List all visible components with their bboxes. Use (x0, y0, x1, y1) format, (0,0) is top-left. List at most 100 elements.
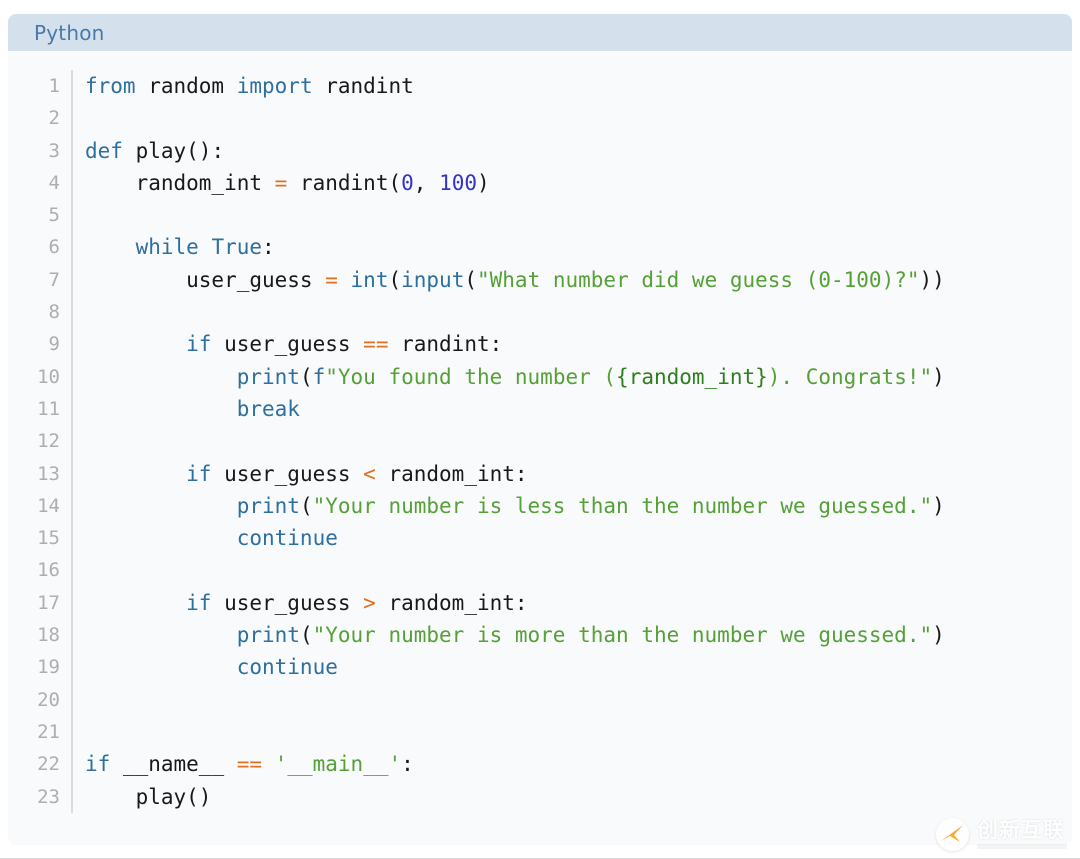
code-text: if user_guess == randint: (73, 328, 502, 360)
token-keyword: import (236, 74, 313, 98)
line-number: 21 (8, 715, 73, 749)
line-number: 11 (8, 392, 73, 426)
token-keyword: from (85, 74, 136, 98)
token-plain (338, 268, 351, 292)
token-keyword: def (85, 138, 123, 163)
line-number: 2 (8, 102, 73, 135)
code-line: 18 print("Your number is more than the n… (8, 619, 1072, 652)
code-text (73, 296, 85, 328)
code-text: continue (73, 651, 338, 683)
token-string: '__main__' (274, 752, 402, 777)
code-text: while True: (73, 231, 275, 263)
code-text (73, 199, 85, 231)
token-keyword: print (236, 623, 300, 648)
line-number: 15 (8, 522, 73, 555)
token-operator: = (274, 170, 288, 195)
token-plain: user_guess (85, 267, 326, 292)
token-keyword: True (211, 235, 263, 260)
token-plain: ) (932, 623, 945, 648)
token-plain: : (401, 752, 414, 777)
line-number: 7 (8, 263, 73, 297)
code-card-header: Python (8, 14, 1072, 51)
token-plain: randint: (388, 332, 503, 357)
token-plain (85, 365, 237, 389)
code-text (73, 684, 85, 716)
code-text: print(f"You found the number ({random_in… (73, 361, 945, 393)
code-text: if __name__ == '__main__': (73, 748, 414, 780)
token-plain: ( (388, 267, 402, 292)
token-plain: ( (299, 364, 313, 389)
code-text: play() (73, 781, 212, 813)
code-line: 17 if user_guess > random_int: (8, 586, 1072, 620)
token-keyword: if (186, 590, 212, 615)
token-keyword: f (312, 364, 326, 389)
token-plain: __name__ (110, 752, 237, 777)
code-text: print("Your number is more than the numb… (73, 619, 945, 651)
line-number: 16 (8, 554, 73, 587)
code-line: 12 (8, 425, 1072, 458)
line-number: 10 (8, 360, 73, 393)
token-keyword: int (350, 267, 389, 292)
token-number: 100 (439, 170, 477, 195)
code-text: if user_guess > random_int: (73, 587, 528, 619)
line-number: 4 (8, 166, 73, 200)
token-keyword: continue (236, 526, 338, 551)
code-line: 23 play() (8, 780, 1072, 813)
code-text: user_guess = int(input("What number did … (73, 264, 945, 296)
token-plain (262, 752, 275, 776)
code-text (73, 425, 85, 457)
code-line: 10 print(f"You found the number ({random… (8, 360, 1072, 393)
token-plain: randint (312, 74, 414, 98)
token-plain: ( (299, 493, 313, 518)
token-string: "Your number is more than the number we … (312, 623, 933, 648)
token-keyword: if (85, 752, 111, 777)
token-plain (85, 235, 136, 259)
token-plain (85, 623, 237, 647)
code-line: 20 (8, 683, 1072, 716)
token-plain (85, 655, 237, 679)
token-number: 0 (401, 170, 414, 195)
line-number: 23 (8, 780, 73, 813)
token-plain: user_guess (211, 332, 364, 357)
code-text (73, 102, 85, 134)
language-label: Python (34, 20, 105, 45)
line-number: 5 (8, 199, 73, 232)
token-keyword: print (236, 493, 300, 518)
token-plain: ) (477, 170, 490, 195)
token-operator: < (363, 461, 376, 486)
code-line: 5 (8, 199, 1072, 232)
code-text: break (73, 393, 300, 425)
token-interpolation: {random_int} (616, 364, 768, 389)
token-plain: , (413, 170, 440, 195)
token-operator: == (363, 332, 389, 357)
code-line: 14 print("Your number is less than the n… (8, 489, 1072, 523)
token-plain: random_int: (375, 590, 528, 615)
line-number: 3 (8, 134, 73, 167)
code-text: if user_guess < random_int: (73, 458, 528, 490)
token-plain: random_int: (375, 461, 528, 486)
line-number: 17 (8, 586, 73, 620)
code-text: from random import randint (73, 70, 414, 102)
line-number: 9 (8, 328, 73, 361)
token-operator: = (325, 267, 338, 292)
token-string: "What number did we guess (0-100)?" (477, 267, 920, 292)
token-plain: random_int (85, 170, 275, 195)
code-line: 7 user_guess = int(input("What number di… (8, 263, 1072, 297)
code-line: 15 continue (8, 522, 1072, 555)
code-line: 19 continue (8, 651, 1072, 684)
token-string: "You found the number ( (325, 364, 617, 389)
token-plain: ) (932, 493, 945, 518)
line-number: 22 (8, 748, 73, 781)
token-operator: > (363, 590, 376, 615)
token-plain (199, 235, 212, 259)
line-number: 12 (8, 425, 73, 458)
line-number: 13 (8, 457, 73, 490)
watermark-brand-text: 创新互联 (977, 818, 1065, 842)
token-string: ). Congrats!" (767, 364, 933, 389)
line-number: 19 (8, 651, 73, 684)
token-plain: ( (299, 623, 313, 648)
watermark-subtitle (977, 844, 1067, 849)
token-plain (85, 526, 237, 550)
code-line: 21 (8, 715, 1072, 749)
